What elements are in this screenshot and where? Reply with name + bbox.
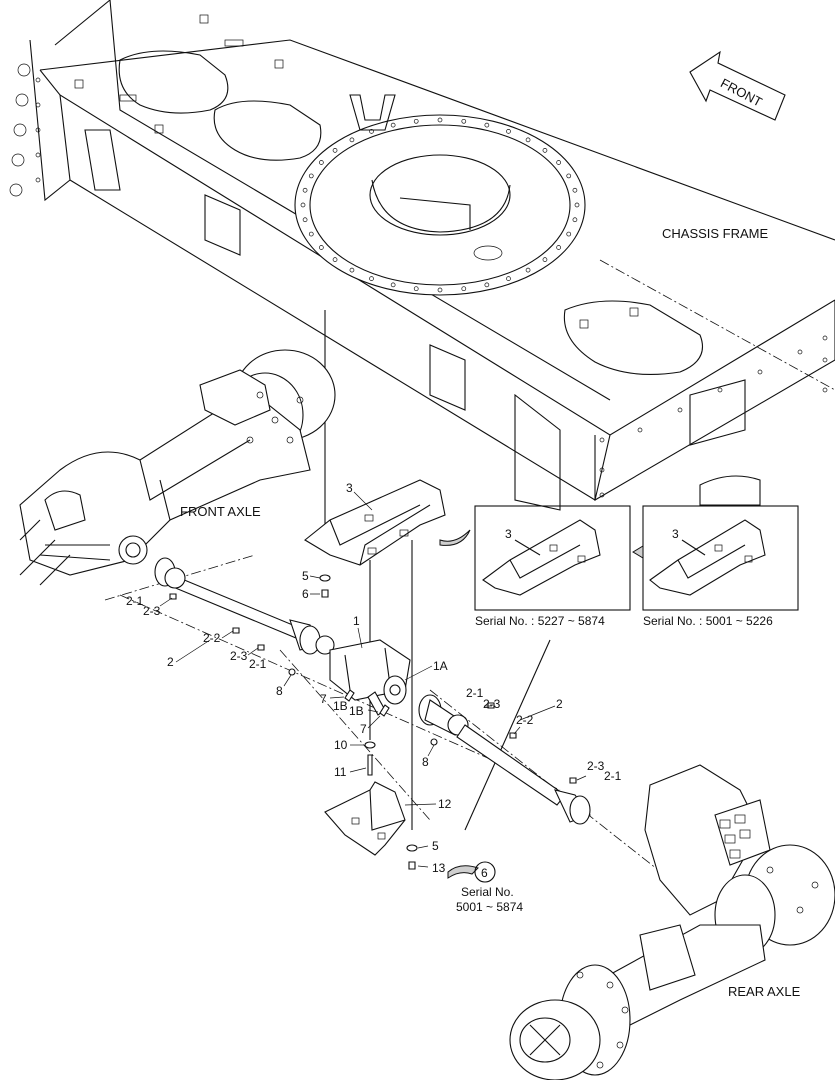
callout-1: 1 bbox=[353, 614, 360, 628]
ring-bolt-hole bbox=[349, 137, 355, 143]
reference-serial-label: Serial No. bbox=[461, 885, 514, 899]
front-direction-arrow: FRONT bbox=[689, 50, 786, 121]
callout-2-1-lower-left: 2-1 bbox=[249, 657, 267, 671]
ring-bolt-hole bbox=[525, 137, 531, 143]
ring-bolt-hole bbox=[369, 129, 374, 134]
ring-bolt-hole bbox=[308, 173, 314, 179]
callout-2-3-lower-right: 2-3 bbox=[587, 759, 605, 773]
ring-bolt-hole bbox=[556, 160, 561, 165]
ring-bolt-hole bbox=[542, 148, 548, 153]
ring-bolt-hole bbox=[566, 231, 572, 237]
callout-8-left: 8 bbox=[276, 684, 283, 698]
inset-left-bracket: 3 bbox=[474, 505, 631, 611]
callout-5-lower: 5 bbox=[432, 839, 439, 853]
center-bearing-1 bbox=[329, 639, 411, 716]
callout-1b-right: 1B bbox=[349, 704, 364, 718]
callout-7-lower: 7 bbox=[360, 722, 367, 736]
ring-bolt-hole bbox=[369, 276, 374, 281]
ring-bolt-hole bbox=[461, 286, 467, 292]
callout-1b-left: 1B bbox=[333, 699, 348, 713]
callout-3: 3 bbox=[346, 481, 353, 495]
callout-2-1-lower-right: 2-1 bbox=[604, 769, 622, 783]
inset-left-serial: Serial No. : 5227 ~ 5874 bbox=[475, 614, 605, 628]
ring-bolt-hole bbox=[506, 276, 511, 281]
callout-2-front: 2 bbox=[167, 655, 174, 669]
ring-bolt-hole bbox=[390, 122, 396, 128]
ring-bolt-hole bbox=[506, 129, 511, 134]
support-bracket-3 bbox=[304, 479, 446, 566]
callout-12: 12 bbox=[438, 797, 452, 811]
support-bracket-12 bbox=[324, 781, 406, 856]
page-reference: 6 Serial No. 5001 ~ 5874 bbox=[447, 861, 523, 914]
callouts: 3 5 6 2-1 2-3 2-2 2-3 2-1 2 8 1 1A 7 1B … bbox=[126, 481, 622, 875]
chassis-frame-drawing bbox=[9, 0, 835, 511]
front-drive-shaft bbox=[154, 557, 335, 655]
ring-bolt-hole bbox=[556, 245, 561, 250]
front-axle-drawing bbox=[19, 349, 336, 586]
ring-bolt-hole bbox=[349, 267, 355, 273]
callout-2-3-lower-left: 2-3 bbox=[230, 649, 248, 663]
inset-right-part-number: 3 bbox=[672, 527, 679, 541]
inset-right-bracket: 3 bbox=[642, 505, 799, 611]
callout-2-1-upper-left: 2-1 bbox=[126, 594, 144, 608]
callout-1a: 1A bbox=[433, 659, 448, 673]
rear-axle-drawing bbox=[509, 764, 835, 1080]
ring-bolt-hole bbox=[302, 217, 308, 223]
ring-bolt-hole bbox=[302, 187, 308, 193]
callout-8-right: 8 bbox=[422, 755, 429, 769]
ring-bolt-hole bbox=[572, 217, 578, 223]
ring-bolt-hole bbox=[300, 202, 306, 208]
ring-bolt-hole bbox=[566, 173, 572, 179]
ring-bolt-hole bbox=[484, 122, 490, 128]
callout-2-2-right: 2-2 bbox=[516, 713, 534, 727]
ring-bolt-hole bbox=[332, 257, 338, 262]
callout-2-rear: 2 bbox=[556, 697, 563, 711]
ring-bolt-hole bbox=[319, 245, 324, 250]
ring-bolt-hole bbox=[542, 257, 548, 262]
reference-serial-range: 5001 ~ 5874 bbox=[456, 900, 523, 914]
callout-5-upper: 5 bbox=[302, 569, 309, 583]
chassis-frame-label: CHASSIS FRAME bbox=[662, 226, 769, 241]
view-arrow bbox=[439, 529, 471, 546]
inset-view-arrow bbox=[632, 545, 644, 559]
ring-bolt-hole bbox=[308, 231, 314, 237]
callout-10: 10 bbox=[334, 738, 348, 752]
ring-bolt-hole bbox=[572, 187, 578, 193]
rear-axle-label: REAR AXLE bbox=[728, 984, 801, 999]
ring-bolt-hole bbox=[319, 160, 324, 165]
callout-2-3-upper-left: 2-3 bbox=[143, 604, 161, 618]
rear-drive-shaft bbox=[418, 694, 591, 825]
reference-circle-number: 6 bbox=[481, 866, 488, 880]
ring-bolt-hole bbox=[437, 117, 443, 123]
callout-2-3-upper-right: 2-3 bbox=[483, 697, 501, 711]
front-axle-label: FRONT AXLE bbox=[180, 504, 261, 519]
ring-bolt-hole bbox=[332, 148, 338, 153]
inset-right-serial: Serial No. : 5001 ~ 5226 bbox=[643, 614, 773, 628]
inset-left-part-number: 3 bbox=[505, 527, 512, 541]
ring-bolt-hole bbox=[525, 267, 531, 273]
callout-7-upper: 7 bbox=[320, 692, 327, 706]
ring-bolt-hole bbox=[413, 118, 419, 124]
callout-6: 6 bbox=[302, 587, 309, 601]
callout-2-1-upper-right: 2-1 bbox=[466, 686, 484, 700]
ring-bolt-hole bbox=[574, 202, 580, 208]
ring-bolt-hole bbox=[437, 287, 443, 293]
ring-bolt-hole bbox=[390, 282, 396, 288]
ring-bolt-hole bbox=[484, 282, 490, 288]
callout-13: 13 bbox=[432, 861, 446, 875]
ring-bolt-hole bbox=[413, 286, 419, 292]
callout-11: 11 bbox=[334, 765, 347, 779]
ring-bolt-hole bbox=[461, 118, 467, 124]
